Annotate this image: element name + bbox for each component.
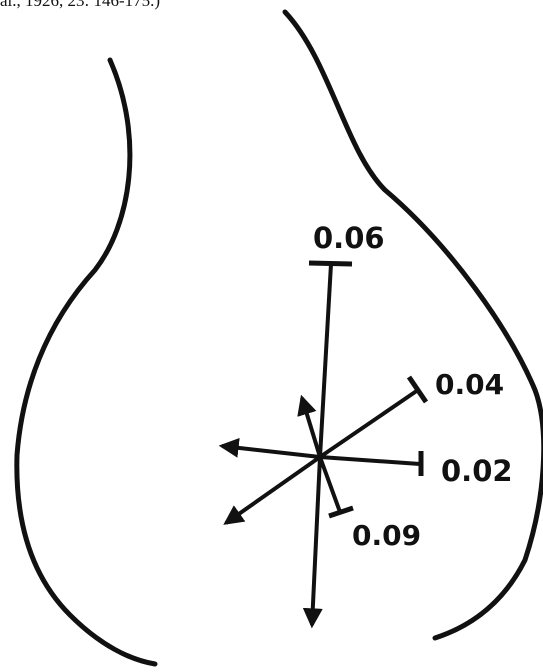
arrow-down-left — [223, 455, 322, 525]
tick-upright — [406, 375, 429, 404]
label-lower-right: 0.09 — [352, 519, 421, 552]
arrow-left — [218, 437, 321, 459]
vector-upright-04 — [318, 388, 420, 459]
tick-lowright — [328, 505, 354, 519]
vector-right-02 — [319, 455, 421, 466]
outline-left-curve — [14, 57, 158, 667]
arrow-down — [302, 456, 323, 629]
vector-lowright-09 — [318, 456, 342, 513]
label-right: 0.02 — [441, 454, 513, 488]
label-upper-right: 0.04 — [435, 368, 504, 401]
vector-up-06 — [318, 263, 333, 458]
outline-right-curve — [282, 9, 543, 641]
arrow-up-small — [297, 394, 322, 458]
label-top: 0.06 — [313, 221, 385, 255]
caption-fragment: al., 1926, 23: 146-175.) — [0, 0, 161, 10]
tick-top — [308, 260, 353, 267]
